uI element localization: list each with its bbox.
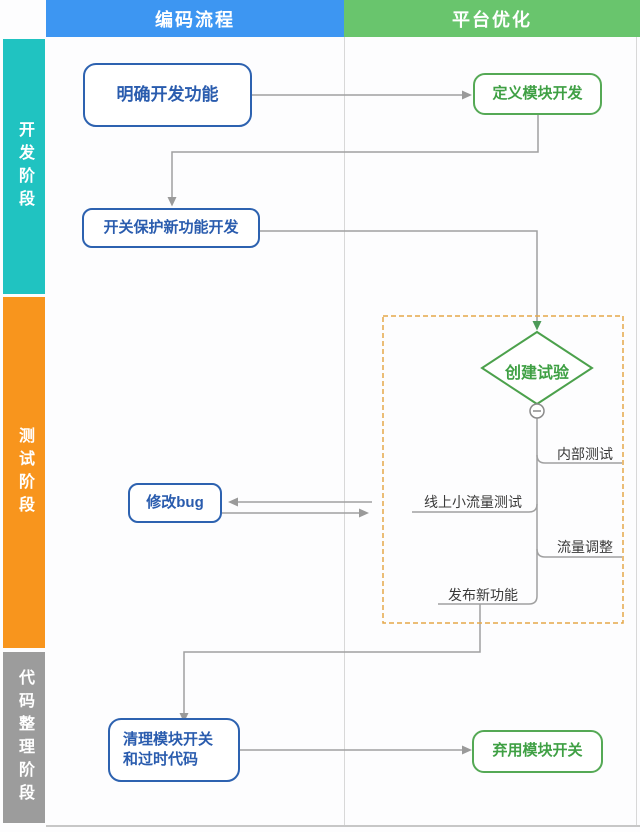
stage-band-development: 开发阶段 bbox=[3, 39, 45, 294]
lane-header-platform-optimization: 平台优化 bbox=[344, 0, 640, 37]
node-cleanup-switch-label-line2: 和过时代码 bbox=[123, 751, 199, 768]
edge-release-to-cleanup bbox=[183, 604, 481, 713]
node-clarify-feature: 明确开发功能 bbox=[83, 63, 252, 127]
arrowhead-right-into-deprecate bbox=[462, 745, 472, 755]
node-deprecate-module-switch: 弃用模块开关 bbox=[472, 730, 603, 773]
arrowheads bbox=[167, 90, 472, 755]
arrowhead-right-into-test bbox=[359, 508, 369, 518]
edge-define-to-switch bbox=[171, 115, 539, 197]
node-define-module: 定义模块开发 bbox=[473, 73, 602, 115]
node-clarify-feature-label: 明确开发功能 bbox=[116, 84, 219, 104]
arrowhead-down-into-experiment bbox=[532, 321, 542, 331]
lane-divider bbox=[344, 37, 345, 826]
arrowhead-right-into-define bbox=[462, 90, 472, 100]
edge-switch-to-experiment bbox=[260, 230, 538, 321]
node-fix-bug-label: 修改bug bbox=[146, 493, 204, 511]
collapse-icon[interactable] bbox=[529, 403, 545, 419]
lane-header-coding-process-label: 编码流程 bbox=[155, 9, 235, 30]
branch-label-release-feature: 发布新功能 bbox=[448, 587, 518, 603]
branch-traffic-adjust-line bbox=[536, 548, 622, 558]
branch-release-feature-line bbox=[438, 595, 538, 605]
node-create-experiment-label: 创建试验 bbox=[504, 365, 569, 382]
arrowhead-down-into-switch bbox=[167, 197, 177, 207]
node-deprecate-module-switch-label: 弃用模块开关 bbox=[492, 742, 583, 760]
branch-label-small-traffic-test: 线上小流量测试 bbox=[424, 494, 522, 510]
arrowhead-left-into-bugfix bbox=[228, 497, 238, 507]
arrowhead-down-into-cleanup bbox=[179, 713, 189, 723]
lane-header-coding-process: 编码流程 bbox=[46, 0, 344, 37]
stage-band-development-label: 开发阶段 bbox=[16, 120, 33, 213]
branch-small-traffic-line bbox=[412, 503, 538, 513]
stage-band-code-cleanup-label: 代码整理阶段 bbox=[16, 668, 33, 807]
node-switch-protected-dev: 开关保护新功能开发 bbox=[82, 208, 260, 248]
node-cleanup-switch: 清理模块开关 和过时代码 bbox=[108, 718, 240, 782]
branch-internal-test-line bbox=[536, 454, 622, 464]
lane-header-platform-optimization-label: 平台优化 bbox=[452, 9, 532, 30]
stage-band-testing-label: 测试阶段 bbox=[16, 426, 33, 519]
experiment-dashed-region bbox=[382, 315, 624, 624]
stage-band-testing: 测试阶段 bbox=[3, 297, 45, 648]
node-switch-protected-dev-label: 开关保护新功能开发 bbox=[103, 218, 239, 236]
lane-right-border bbox=[636, 37, 637, 826]
lane-bottom-border bbox=[46, 825, 640, 827]
node-fix-bug: 修改bug bbox=[128, 483, 222, 523]
node-define-module-label: 定义模块开发 bbox=[492, 84, 583, 102]
node-cleanup-switch-label-line1: 清理模块开关 bbox=[123, 730, 214, 748]
connector-lines bbox=[171, 94, 622, 751]
branch-label-internal-test: 内部测试 bbox=[557, 446, 613, 462]
branch-label-traffic-adjust: 流量调整 bbox=[557, 539, 613, 555]
stage-band-code-cleanup: 代码整理阶段 bbox=[3, 652, 45, 823]
